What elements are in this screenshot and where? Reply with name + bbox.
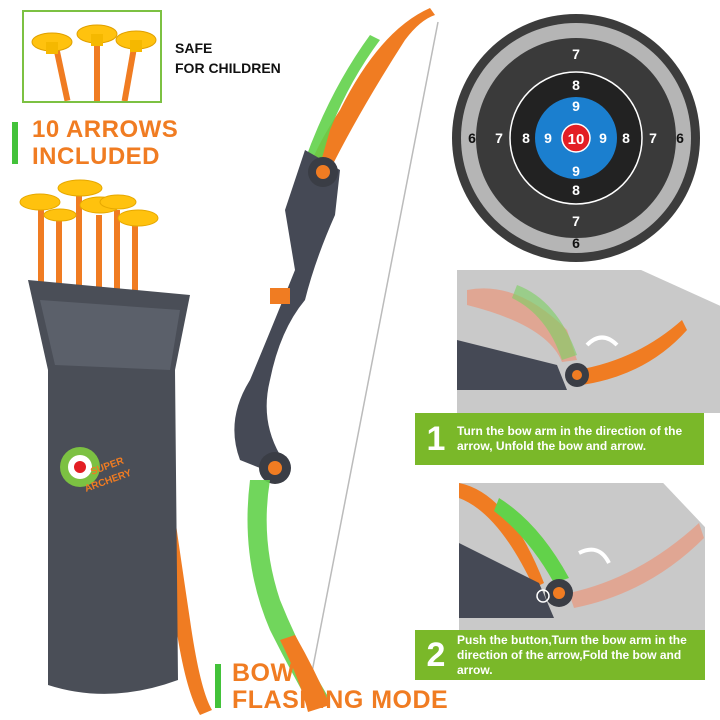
bow-riser (234, 150, 340, 470)
score-6: 6 (468, 130, 476, 146)
rotate-arrow-icon (578, 547, 611, 564)
bow-string (311, 21, 439, 673)
score-8: 8 (622, 130, 630, 146)
step-1-image (457, 270, 720, 413)
score-7: 7 (572, 46, 580, 62)
score-8: 8 (572, 77, 580, 93)
step-2-image (459, 483, 705, 630)
accent-bar (12, 122, 18, 164)
arrows-in-quiver (38, 195, 138, 310)
score-8: 8 (572, 182, 580, 198)
safe-line: SAFE (175, 40, 213, 56)
arrows-count: 10 ARROWS (32, 116, 179, 143)
step-text: Push the button,Turn the bow arm in the … (457, 632, 687, 677)
arrows-included-label: 10 ARROWS INCLUDED (32, 116, 178, 170)
score-6: 6 (676, 130, 684, 146)
score-8: 8 (522, 130, 530, 146)
score-9: 9 (572, 98, 580, 114)
accent-bar (215, 664, 221, 708)
score-7: 7 (649, 130, 657, 146)
bow-text: BOW (232, 659, 295, 687)
quiver-body (28, 280, 190, 694)
flashing-mode-text: FLASHING MODE (232, 686, 449, 714)
quiver-illustration: SUPER ARCHERY (19, 179, 212, 715)
step-text: Turn the bow arm in the direction of the… (457, 424, 683, 453)
lower-limb (247, 480, 330, 705)
score-7: 7 (572, 213, 580, 229)
button-highlight (536, 589, 550, 603)
bow-illustration (234, 8, 439, 712)
step-2-instruction: 2 Push the button,Turn the bow arm in th… (415, 630, 705, 680)
score-9: 9 (572, 163, 580, 179)
score-6: 6 (572, 235, 580, 251)
score-9: 9 (599, 130, 607, 146)
safe-arrows-image (22, 10, 162, 103)
flashing-mode-label: BOW FLASHING MODE (232, 660, 448, 714)
upper-limb (310, 8, 435, 170)
rotate-arrow-icon (585, 335, 619, 347)
safe-for-children-label: SAFE FOR CHILDREN (175, 38, 281, 78)
step-1-instruction: 1 Turn the bow arm in the direction of t… (415, 413, 704, 465)
target-face: 10 9 9 9 9 8 8 8 8 7 7 7 7 6 6 6 (452, 14, 700, 262)
step-number: 1 (426, 419, 446, 458)
score-7: 7 (495, 130, 503, 146)
for-children-line: FOR CHILDREN (175, 60, 281, 76)
score-9: 9 (544, 130, 552, 146)
included-text: INCLUDED (32, 143, 160, 170)
score-10: 10 (568, 131, 585, 148)
step-number: 2 (426, 635, 446, 674)
